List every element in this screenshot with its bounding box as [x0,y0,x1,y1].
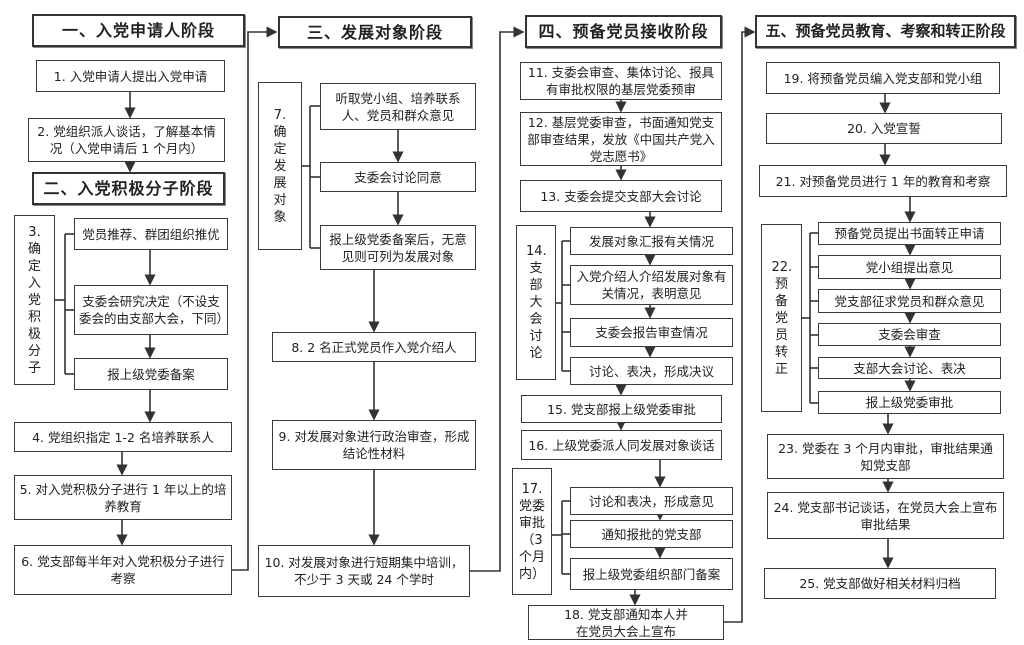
step-23: 23. 党委在 3 个月内审批，审批结果通知党支部 [767,434,1004,479]
step-14-label: 14.支部大会讨论 [516,225,556,380]
step-14-item: 支委会报告审查情况 [570,318,733,347]
step-4: 4. 党组织指定 1-2 名培养联系人 [14,422,232,452]
step-3-label-text: 3.确定入党积极分子 [27,224,41,376]
step-3-item: 党员推荐、群团组织推优 [74,218,228,250]
step-12: 12. 基层党委审查，书面通知党支部审查结果，发放《中国共产党入党志愿书》 [520,112,722,166]
step-22-item: 党小组提出意见 [818,255,1001,279]
step-14-item: 讨论、表决，形成决议 [570,357,733,385]
step-11: 11. 支委会审查、集体讨论、报具有审批权限的基层党委预审 [520,62,722,100]
step-22-item: 党支部征求党员和群众意见 [818,289,1001,313]
stage2-header: 二、入党积极分子阶段 [32,172,225,205]
stage5-header: 五、预备党员教育、考察和转正阶段 [755,15,1016,48]
step-7-label: 7.确定发展对象 [258,82,302,250]
step-17-label: 17.党委审批（3个月内） [512,468,552,595]
stage1-header: 一、入党申请人阶段 [32,14,245,47]
step-16: 16. 上级党委派人同发展对象谈话 [521,430,722,460]
step-21: 21. 对预备党员进行 1 年的教育和考察 [759,165,1007,197]
step-7-item: 报上级党委备案后，无意见则可列为发展对象 [320,225,476,270]
step-17-item: 讨论和表决，形成意见 [570,487,733,515]
step-2: 2. 党组织派人谈话，了解基本情况（入党申请后 1 个月内） [28,118,225,162]
step-14-label-text: 14.支部大会讨论 [526,244,547,361]
step-14-item: 发展对象汇报有关情况 [570,227,733,255]
step-10: 10. 对发展对象进行短期集中培训，不少于 3 天或 24 个学时 [258,545,470,597]
step-22-item: 预备党员提出书面转正申请 [818,222,1001,245]
stage3-header: 三、发展对象阶段 [278,16,472,48]
step-17-item: 通知报批的党支部 [570,520,733,548]
step-24: 24. 党支部书记谈话，在党员大会上宣布审批结果 [767,492,1004,539]
step-6: 6. 党支部每半年对入党积极分子进行考察 [14,545,232,595]
step-1: 1. 入党申请人提出入党申请 [36,60,225,92]
step-9: 9. 对发展对象进行政治审查，形成结论性材料 [272,420,476,470]
step-17-item: 报上级党委组织部门备案 [570,558,733,590]
step-22-item: 支部大会讨论、表决 [818,357,1001,379]
step-19: 19. 将预备党员编入党支部和党小组 [766,62,1000,94]
step-5: 5. 对入党积极分子进行 1 年以上的培养教育 [14,475,232,520]
step-17-label-text: 17.党委审批（3个月内） [518,481,545,582]
step-7-item: 支委会讨论同意 [320,162,476,192]
step-13: 13. 支委会提交支部大会讨论 [520,180,722,212]
step-22-label: 22.预备党员转正 [761,224,802,412]
step-7-item: 听取党小组、培养联系人、党员和群众意见 [320,83,476,130]
step-15: 15. 党支部报上级党委审批 [521,395,722,423]
step-22-label-text: 22.预备党员转正 [771,259,793,377]
step-14-item: 入党介绍人介绍发展对象有关情况，表明意见 [570,265,733,305]
step-25: 25. 党支部做好相关材料归档 [764,568,996,599]
step-3-item: 报上级党委备案 [74,358,228,390]
step-22-item: 支委会审查 [818,323,1001,346]
step-8: 8. 2 名正式党员作入党介绍人 [272,332,476,362]
step-20: 20. 入党宣誓 [766,113,1002,144]
step-3-label: 3.确定入党积极分子 [14,215,55,385]
step-18: 18. 党支部通知本人并在党员大会上宣布 [528,605,724,640]
stage4-header: 四、预备党员接收阶段 [525,15,722,48]
step-7-label-text: 7.确定发展对象 [273,107,287,225]
step-3-item: 支委会研究决定（不设支委会的由支部大会，下同） [74,285,229,335]
step-22-item: 报上级党委审批 [818,391,1001,414]
